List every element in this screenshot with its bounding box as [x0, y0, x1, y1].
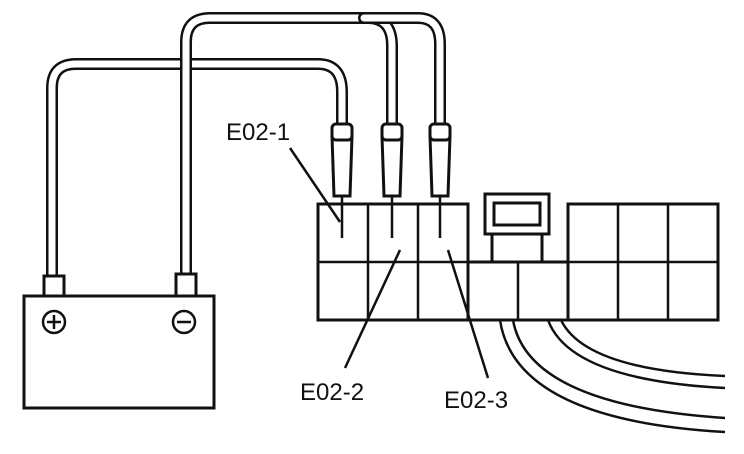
test-leads	[46, 12, 446, 288]
probe-2	[380, 122, 404, 238]
label-e02-2: E02-2	[300, 379, 364, 406]
battery	[22, 272, 216, 410]
label-e02-1: E02-1	[226, 119, 290, 146]
battery-body	[22, 294, 216, 410]
third-lead	[358, 12, 446, 134]
probes	[330, 122, 452, 238]
probe-3	[428, 122, 452, 238]
positive-lead	[46, 58, 348, 288]
probe-1	[330, 122, 354, 238]
harness-wires	[498, 319, 726, 434]
battery-negative-terminal	[174, 272, 198, 300]
label-e02-3: E02-3	[444, 387, 508, 414]
leader-lines	[288, 147, 490, 379]
connector	[316, 192, 720, 322]
